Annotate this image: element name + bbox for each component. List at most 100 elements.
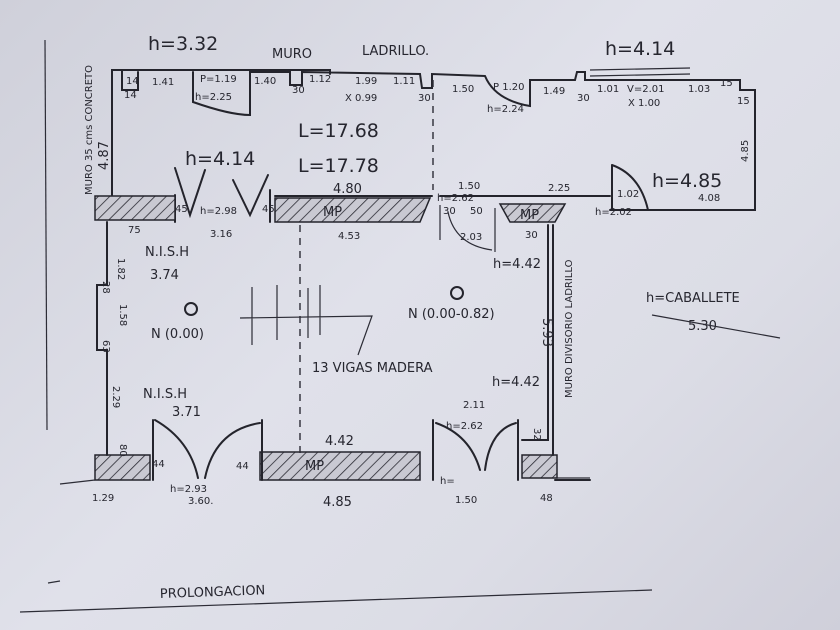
opening-zigzag — [174, 167, 269, 219]
dimension: h=2.25 — [195, 92, 232, 103]
wall-label: LADRILLO. — [362, 44, 429, 59]
dimension: 4.53 — [338, 231, 360, 242]
height-label: h=4.14 — [605, 38, 675, 60]
dimension: 4.42 — [325, 434, 354, 449]
dimension: X 1.00 — [628, 98, 660, 109]
ground-line — [59, 477, 590, 485]
mp-label: MP — [520, 208, 539, 223]
dimension: 2.11 — [463, 400, 485, 411]
dimension: 1.03 — [688, 84, 710, 95]
room-label: N.I.S.H — [143, 387, 187, 402]
beams-symbol — [239, 285, 373, 356]
door-middle — [439, 205, 496, 252]
dimension: 5.93 — [539, 318, 554, 347]
dimension: 2.03 — [460, 232, 482, 243]
dimension: 1.58 — [117, 304, 128, 326]
side-note: MURO 35 cms CONCRETO — [84, 65, 95, 195]
dimension: 1.01 — [597, 84, 619, 95]
dimension: 50 — [470, 206, 483, 217]
level-marker-icon — [450, 286, 464, 300]
dimension: 4.85 — [323, 495, 352, 510]
dimension: 4.80 — [333, 182, 362, 197]
window-top-right — [589, 67, 691, 77]
dimension: 4.08 — [698, 193, 720, 204]
level-label: N (0.00) — [151, 327, 204, 342]
dimension: 44 — [152, 459, 165, 470]
dimension: 1.02 — [617, 189, 639, 200]
dimension: 15 — [737, 96, 750, 107]
mp-wall — [498, 203, 567, 223]
mp-wall — [274, 197, 432, 223]
dimension: 32 — [531, 428, 542, 441]
dimension: 1.12 — [309, 74, 331, 85]
dimension: 1.49 — [543, 86, 565, 97]
dimension: h=2.98 — [200, 206, 237, 217]
dimension: 4.85 — [740, 140, 751, 162]
dimension: 1.29 — [92, 493, 114, 504]
dimension: 3.60. — [188, 496, 213, 507]
dimension: h=2.93 — [170, 484, 207, 495]
dimension: 63 — [100, 340, 111, 353]
dimension: 1.11 — [393, 76, 415, 87]
ridge-height-label: h=CABALLETE — [646, 291, 740, 306]
dimension: P=1.19 — [200, 74, 237, 85]
room-value: 3.71 — [172, 405, 201, 420]
dimension: 1.50 — [455, 495, 477, 506]
level-marker-icon — [184, 302, 198, 316]
height-label: h=4.14 — [185, 148, 255, 170]
door-right-room — [611, 164, 649, 211]
dimension: 30 — [443, 206, 456, 217]
margin-line — [44, 39, 48, 431]
hatched-wall — [94, 195, 176, 221]
dimension: P 1.20 — [493, 82, 524, 93]
mp-label: MP — [323, 205, 342, 220]
height-label: h=4.42 — [493, 257, 541, 272]
beams-note: 13 VIGAS MADERA — [312, 361, 433, 376]
dimension: 14 — [126, 76, 139, 87]
dimension: 30 — [525, 230, 538, 241]
dimension: 1.99 — [355, 76, 377, 87]
dimension: 1.50 — [452, 84, 474, 95]
arrow-mark — [47, 580, 61, 584]
dimension: 1.41 — [152, 77, 174, 88]
dimension: 4.87 — [97, 141, 112, 170]
mp-wall — [259, 451, 421, 481]
underline — [651, 314, 781, 339]
dimension: 2.25 — [548, 183, 570, 194]
height-label: h=3.32 — [148, 33, 218, 55]
partition-note: MURO DIVISORIO LADRILLO — [564, 259, 575, 398]
lower-wall-outline — [96, 221, 591, 481]
dimension: 45 — [262, 204, 275, 215]
dimension: 48 — [540, 493, 553, 504]
dimension: 30 — [577, 93, 590, 104]
dimension: 44 — [236, 461, 249, 472]
dimension: h=2.02 — [595, 207, 632, 218]
hatched-wall — [94, 454, 151, 481]
dimension: 15 — [720, 78, 733, 89]
dimension: 14 — [124, 90, 137, 101]
dimension: 2.29 — [110, 386, 121, 408]
level-label: N (0.00-0.82) — [408, 307, 495, 322]
double-door-left — [152, 419, 263, 481]
upper-wall-outline — [111, 69, 756, 211]
dimension: 45 — [175, 204, 188, 215]
dimension: h=2.62 — [437, 193, 474, 204]
room-label: N.I.S.H — [145, 245, 189, 260]
height-label: h=4.42 — [492, 375, 540, 390]
dimension: h= — [440, 476, 455, 487]
length-label: L=17.68 — [298, 120, 379, 142]
mp-label: MP — [305, 459, 324, 474]
dimension: 3.16 — [210, 229, 232, 240]
hatched-wall — [521, 454, 558, 479]
length-label: L=17.78 — [298, 155, 379, 177]
dimension: 30 — [292, 85, 305, 96]
dimension: V=2.01 — [627, 84, 665, 95]
height-label: h=4.85 — [652, 170, 722, 192]
dimension: 80 — [117, 444, 128, 457]
dimension: 75 — [128, 225, 141, 236]
wall-label: MURO — [272, 47, 312, 62]
dimension: h=2.62 — [446, 421, 483, 432]
room-value: 3.74 — [150, 268, 179, 283]
